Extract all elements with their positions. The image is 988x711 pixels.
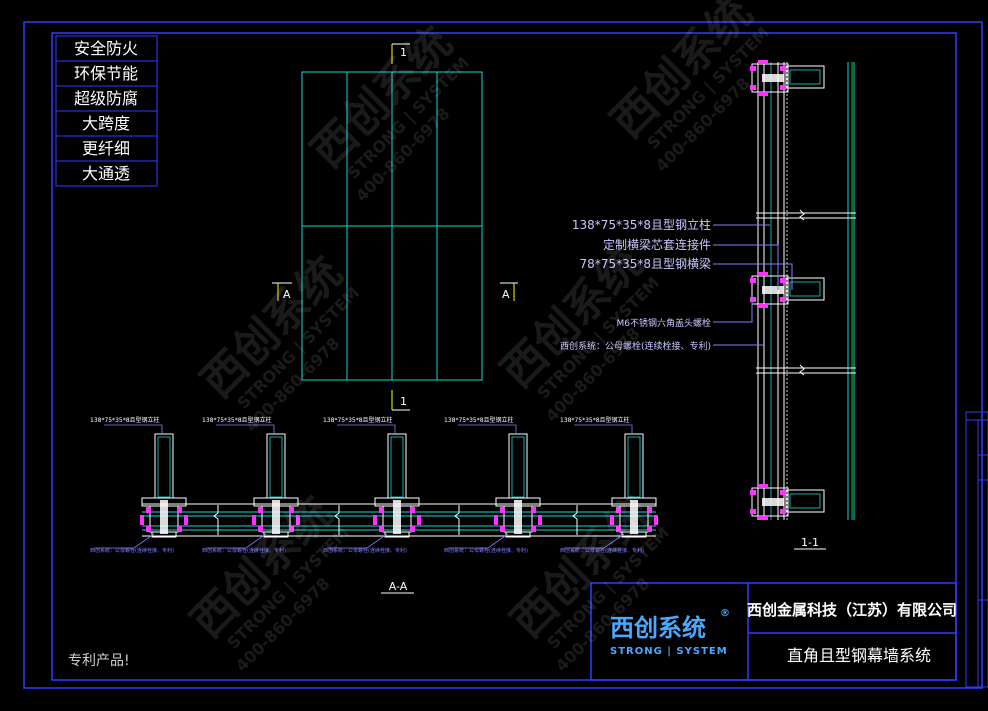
vertical-section-title: 1-1	[801, 536, 819, 549]
feature-item: 安全防火	[74, 39, 138, 58]
mullion-unit	[564, 424, 658, 549]
section-marker-bottom: 1	[391, 390, 410, 411]
feature-item: 环保节能	[74, 64, 138, 83]
plan-mullion-label: 138*75*35*8且型钢立柱	[323, 416, 393, 424]
callout-bolt: M6不锈钢六角盖头螺栓	[617, 317, 712, 329]
elevation-grid	[301, 71, 483, 381]
svg-text:1: 1	[400, 395, 407, 408]
callout-connector: 定制横梁芯套连接件	[603, 237, 711, 252]
mullion-unit	[327, 424, 421, 549]
svg-text:1: 1	[400, 46, 407, 59]
plan-bolt-note: 西创系统：公母螺栓(连续栓接、专利)	[560, 547, 644, 554]
feature-item: 更纤细	[82, 139, 130, 158]
outer-frame	[23, 21, 983, 689]
plan-mullion-label: 138*75*35*8且型钢立柱	[202, 416, 272, 424]
transom-detail	[750, 484, 825, 520]
plan-bolt-note: 西创系统：公母螺栓(连续栓接、专利)	[202, 547, 286, 554]
callout-group: 138*75*35*8且型钢立柱 定制横梁芯套连接件 78*75*35*8且型钢…	[560, 217, 793, 352]
brand-subtitle: STRONG | SYSTEM	[610, 646, 728, 657]
mullion-unit	[448, 424, 542, 549]
plan-section-title: A-A	[389, 580, 408, 593]
title-block: 西创系统 ® STRONG | SYSTEM 西创金属科技（江苏）有限公司 直角…	[590, 582, 957, 681]
svg-text:A: A	[502, 288, 510, 301]
inner-frame	[51, 32, 957, 681]
plan-bolt-note: 西创系统：公母螺栓(连续栓接、专利)	[444, 547, 528, 554]
brand-mark: ®	[720, 608, 731, 619]
svg-text:A: A	[283, 288, 291, 301]
feature-item: 超级防腐	[74, 89, 138, 108]
plan-mullion-label: 138*75*35*8且型钢立柱	[560, 416, 630, 424]
brand-logo: 西创系统	[610, 614, 706, 642]
section-marker-top: 1	[391, 43, 410, 64]
watermark: 西创系统 STRONG | SYSTEM 400-860-6978 西创系统 S…	[182, 0, 774, 675]
company-name: 西创金属科技（江苏）有限公司	[747, 601, 957, 619]
plan-bolt-note: 西创系统：公母螺栓(连续栓接、专利)	[90, 547, 174, 554]
callout-transom: 78*75*35*8且型钢横梁	[580, 256, 711, 271]
features-table: 安全防火 环保节能 超级防腐 大跨度 更纤细 大通透	[55, 35, 158, 187]
patent-note: 专利产品!	[68, 653, 130, 669]
section-marker-left: A	[272, 282, 292, 301]
transom-detail	[750, 60, 825, 96]
plan-mullion-label: 138*75*35*8且型钢立柱	[90, 416, 160, 424]
callout-mullion: 138*75*35*8且型钢立柱	[572, 217, 711, 232]
side-strip	[965, 411, 988, 688]
section-marker-right: A	[500, 282, 518, 301]
feature-item: 大通透	[82, 164, 130, 183]
mullion-unit	[206, 424, 300, 549]
system-name: 直角且型钢幕墙系统	[787, 646, 931, 665]
callout-patent-bolt: 西创系统：公母螺栓(连续栓接、专利)	[560, 340, 711, 352]
plan-bolt-note: 西创系统：公母螺栓(连续栓接、专利)	[323, 547, 407, 554]
feature-item: 大跨度	[82, 114, 130, 133]
plan-mullion-label: 138*75*35*8且型钢立柱	[444, 416, 514, 424]
mullion-unit	[94, 424, 188, 549]
vertical-section: 1-1	[750, 60, 856, 550]
transom-detail	[750, 272, 825, 308]
